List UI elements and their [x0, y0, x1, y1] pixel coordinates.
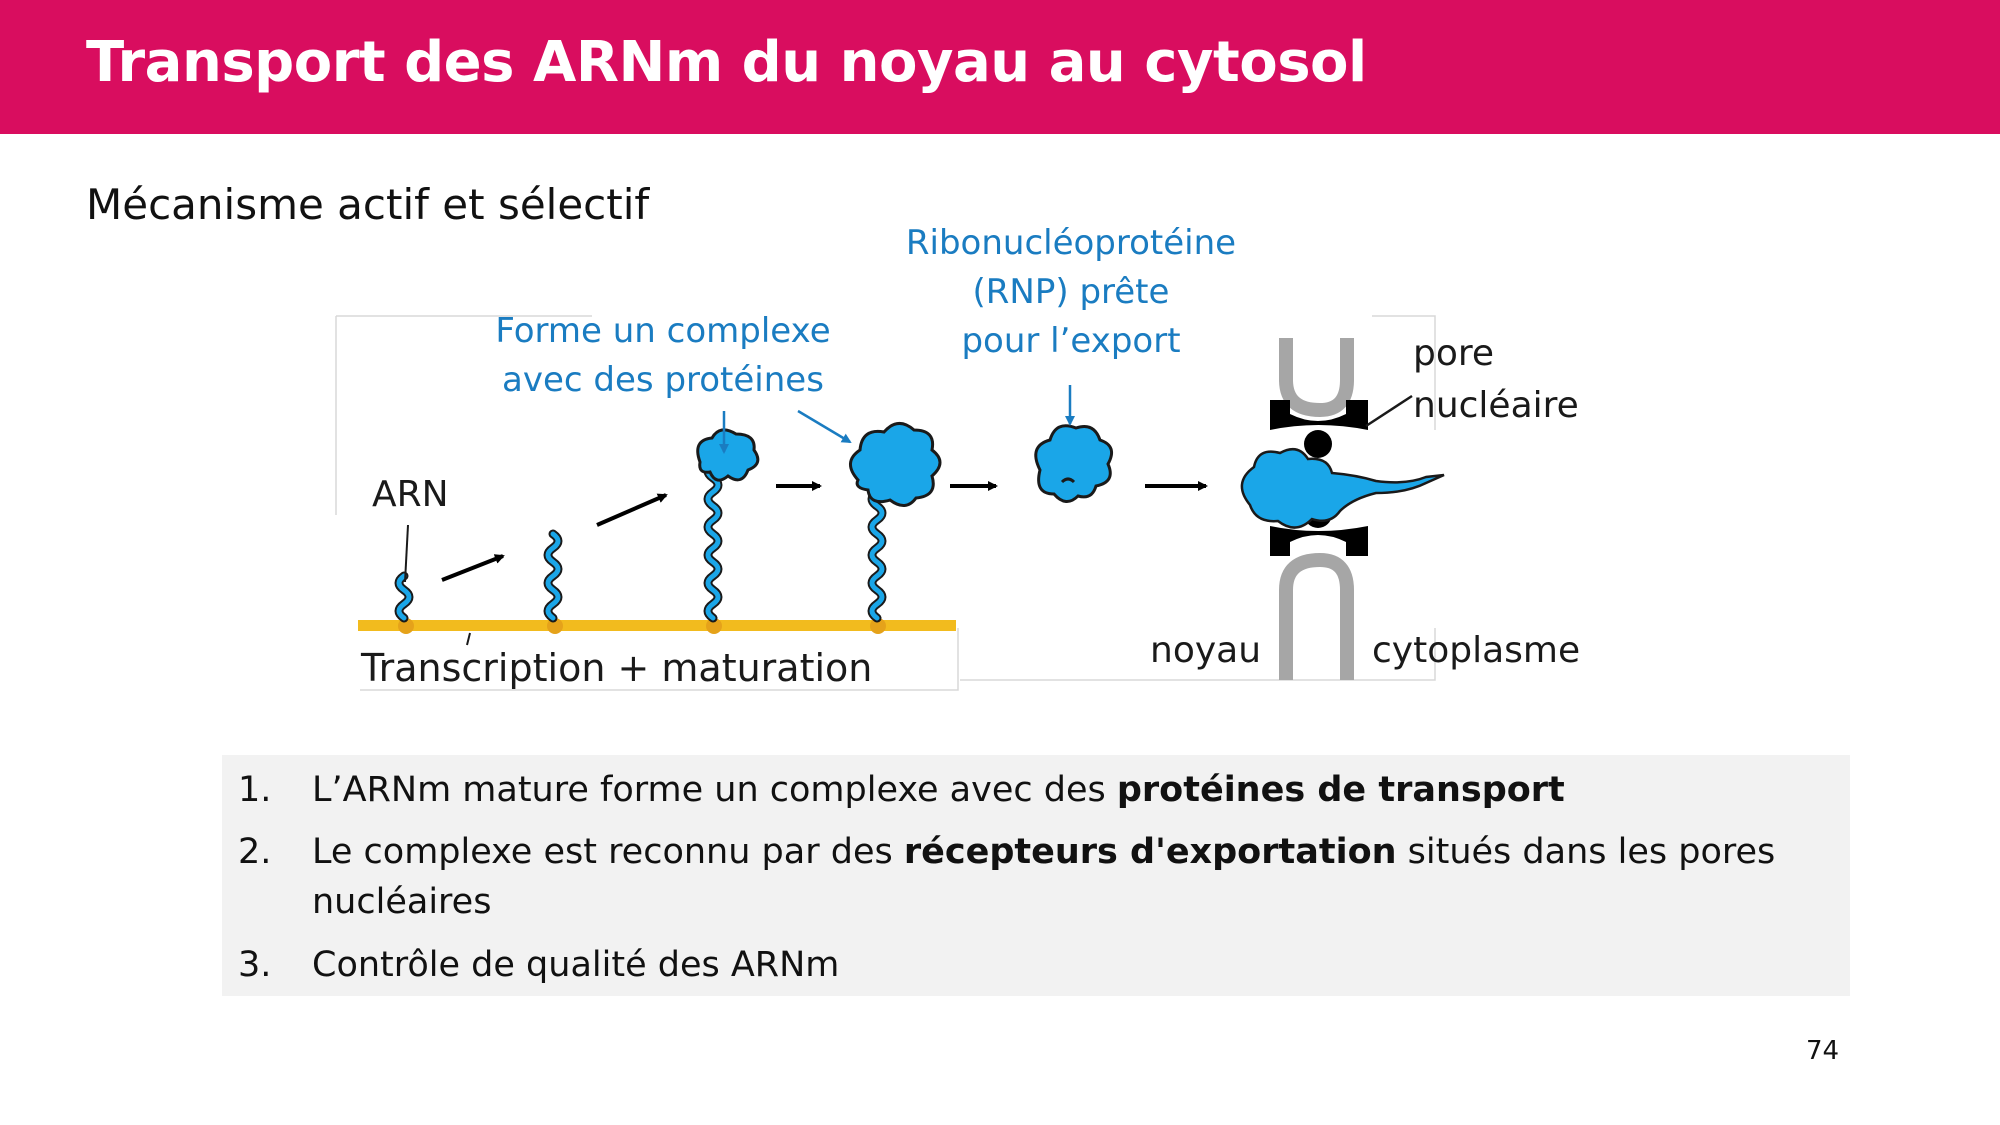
slide-subtitle: Mécanisme actif et sélectif: [86, 180, 650, 229]
mrna-export-diagram: Forme un complexe avec des protéines Rib…: [335, 223, 1580, 691]
step-emphasis: récepteurs d'exportation: [903, 832, 1397, 872]
label-noyau: noyau: [1150, 630, 1261, 671]
label-complex-line1: Forme un complexe: [495, 311, 830, 351]
dna-strand: [358, 620, 956, 631]
step-text: L’ARNm mature forme un complexe avec des…: [312, 770, 1565, 810]
label-pore-line1: pore: [1413, 333, 1494, 374]
step-number: 3.: [238, 945, 272, 985]
rnp-complex: [1034, 424, 1114, 503]
label-arn: ARN: [372, 474, 449, 515]
slide-title: Transport des ARNm du noyau au cytosol: [86, 30, 1367, 95]
label-rnp-line1: Ribonucléoprotéine: [906, 223, 1236, 263]
label-cytoplasme: cytoplasme: [1372, 630, 1580, 671]
label-pore-line2: nucléaire: [1413, 385, 1579, 426]
rna-complex-small: [696, 428, 760, 482]
label-transcription: Transcription + maturation: [360, 646, 872, 690]
rna-strand-3: [703, 459, 723, 623]
label-complex-line2: avec des protéines: [502, 360, 824, 400]
process-arrows: [441, 481, 1208, 582]
label-rnp-line3: pour l’export: [961, 321, 1180, 361]
annotation-arrows: [719, 385, 1075, 454]
title-bar: Transport des ARNm du noyau au cytosol: [0, 0, 2000, 134]
image-frame: [335, 315, 1436, 691]
arn-pointer-line: [404, 524, 409, 583]
rna-strand-2: [543, 529, 563, 623]
nuclear-pore: [1270, 338, 1413, 680]
label-rnp-line2: (RNP) prête: [973, 272, 1170, 312]
rnp-exporting: [1240, 447, 1445, 529]
rna-complex-large: [849, 422, 942, 507]
step-text: Le complexe est reconnu par des récepteu…: [312, 832, 1776, 922]
step-text: Contrôle de qualité des ARNm: [312, 945, 840, 985]
step-number: 2.: [238, 832, 272, 872]
rna-strand-1: [394, 571, 414, 623]
page-number: 74: [1806, 1036, 1840, 1066]
rna-strand-4: [867, 473, 887, 623]
steps-box: 1. L’ARNm mature forme un complexe avec …: [222, 755, 1850, 996]
step-number: 1.: [238, 770, 272, 810]
transcription-pointer-line: [466, 632, 471, 646]
step-emphasis: protéines de transport: [1116, 770, 1565, 810]
